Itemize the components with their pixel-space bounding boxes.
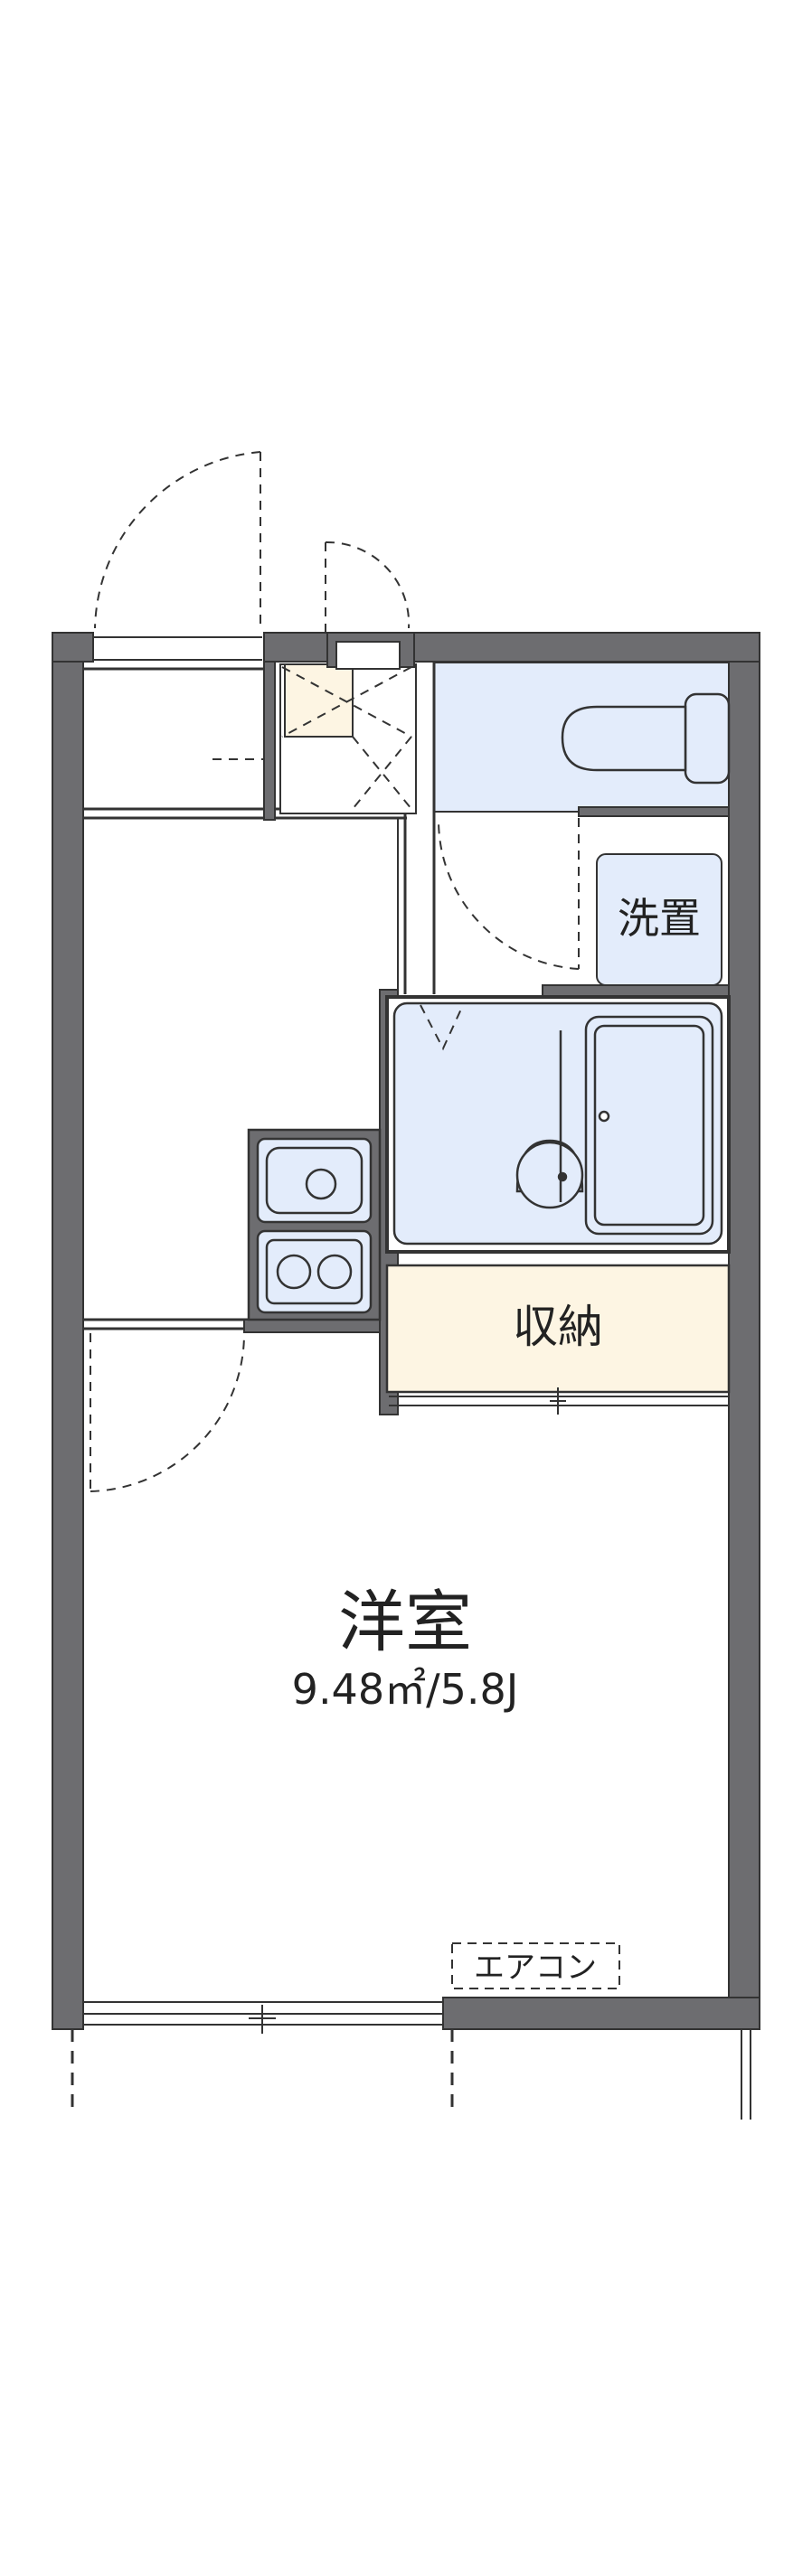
entry-opening [93, 636, 262, 661]
toilet-icon [561, 692, 731, 785]
shaft-cross-dashes [281, 666, 412, 810]
top-wall-right [411, 632, 760, 663]
burner-right [316, 1254, 353, 1290]
right-wall [728, 632, 760, 2030]
balcony-rail [741, 2029, 751, 2120]
air-conditioner: エアコン [451, 1942, 620, 1989]
top-wall-mid-pier [263, 632, 328, 663]
storage-door-track [389, 1387, 729, 1415]
left-wall [52, 632, 84, 2030]
unit-bath [385, 995, 731, 1254]
kitchen-unit [247, 1128, 382, 1321]
room-name: 洋室 [338, 1584, 472, 1661]
hallway-lines [397, 818, 406, 990]
wc-room [433, 662, 731, 813]
sink-drain [305, 1168, 337, 1200]
exterior-walls [52, 632, 760, 2030]
storage: 収納 [385, 1264, 731, 1394]
bottom-wall-right [442, 1997, 760, 2030]
balcony-edge [71, 2029, 454, 2115]
balcony-window [83, 2001, 443, 2034]
storage-label: 収納 [513, 1301, 603, 1353]
top-wall-left-pier [52, 632, 94, 663]
washer-space: 洗置 [596, 853, 722, 986]
door-swings [90, 451, 580, 1492]
burner-left [276, 1254, 312, 1290]
bath-door-dash [420, 1004, 464, 1051]
washer-space-label: 洗置 [618, 894, 701, 943]
pipe-shaft [279, 632, 417, 814]
room-area: 9.48㎡/5.8J [292, 1665, 519, 1714]
air-conditioner-label: エアコン [474, 1950, 597, 1986]
